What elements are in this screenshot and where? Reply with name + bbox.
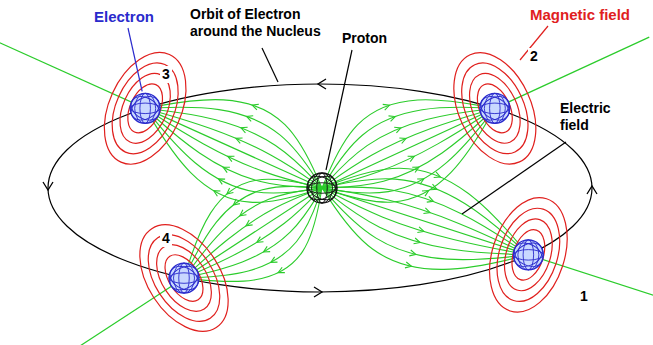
field-arrow: [388, 114, 396, 122]
field-arrow: [238, 210, 246, 218]
orbit-arrow: [43, 182, 53, 190]
electron-label: Electron: [92, 8, 156, 26]
field-axis-line: [322, 188, 653, 307]
field-arrow: [226, 154, 234, 162]
magnetic-field-ring: [88, 40, 202, 177]
magnetic-field-ring: [486, 200, 571, 309]
proton-label: Proton: [340, 30, 389, 47]
field-arrow: [434, 172, 442, 180]
field-arrow: [231, 199, 239, 207]
field-arrow: [414, 238, 421, 245]
field-arrow: [394, 125, 402, 133]
field-arrow: [240, 125, 248, 133]
leader-line: [128, 28, 142, 91]
field-arrow: [235, 136, 243, 144]
orbit-arrow: [318, 79, 326, 89]
electron-sphere: [477, 92, 513, 125]
leader-line: [262, 48, 278, 82]
field-axis-line: [322, 37, 649, 188]
field-arrow: [383, 102, 391, 110]
callout-number: 1: [578, 288, 590, 305]
magnetic-field-ring: [470, 78, 519, 138]
electric-field-line: [184, 188, 322, 278]
magnetic-field-ring: [496, 213, 561, 297]
field-arrow: [217, 176, 225, 184]
field-arrow: [417, 227, 424, 234]
callout-number: 4: [160, 230, 172, 247]
electric-field-line: [145, 100, 322, 188]
field-arrow: [269, 257, 277, 265]
callout-number: 2: [528, 48, 540, 65]
electron-sphere: [510, 238, 546, 271]
electric-field-line: [184, 188, 322, 278]
field-arrow: [422, 188, 430, 196]
electric-field-line: [322, 188, 528, 255]
orbit-arrow: [314, 287, 322, 297]
field-arrow: [409, 250, 416, 257]
magnetic-field-ring: [476, 188, 581, 322]
electric-field-line: [322, 107, 495, 188]
magnetic-field-ring: [145, 235, 222, 321]
electric-field-line: [184, 179, 322, 278]
leader-line: [326, 50, 352, 170]
electric-field-line: [145, 108, 322, 202]
electric-field-label: Electric field: [558, 100, 628, 134]
magnetic-field-ring: [99, 53, 191, 164]
field-arrow: [212, 188, 220, 196]
leader-line: [462, 142, 566, 214]
field-arrow: [405, 262, 412, 269]
magnetic-field-ring: [437, 40, 552, 177]
field-arrow: [412, 164, 420, 172]
field-arrow: [408, 154, 416, 162]
electric-field-line: [184, 188, 322, 278]
electric-field-line: [322, 168, 528, 255]
magnetic-field-rings: [88, 40, 581, 345]
magnetic-field-ring: [448, 53, 541, 164]
field-arrow: [430, 184, 438, 192]
electric-field-line: [322, 188, 528, 255]
orbit-label: Orbit of Electron around the Nucleus: [188, 6, 338, 40]
electron-sphere: [166, 261, 202, 294]
electric-field-line: [322, 100, 495, 188]
field-arrow: [255, 237, 263, 245]
magnetic-field-ring: [506, 225, 551, 284]
field-arrow: [244, 220, 252, 228]
magnetic-field-ring: [133, 222, 234, 334]
field-arrow: [277, 267, 285, 275]
field-arrow: [399, 136, 407, 144]
magnetic-field-ring: [121, 78, 170, 138]
electric-field-line: [184, 188, 322, 282]
electric-field-lines: [0, 37, 653, 345]
orbit-arrow: [587, 186, 597, 194]
magnetic-field-ring: [157, 248, 211, 308]
field-arrow: [246, 114, 254, 122]
field-axis-line: [42, 188, 322, 345]
field-arrow: [222, 165, 230, 173]
electric-field-line: [184, 188, 322, 278]
electron-orbit: [48, 84, 592, 292]
electric-field-line: [184, 188, 322, 278]
electric-field-line: [322, 188, 528, 260]
callout-number: 3: [160, 66, 172, 83]
field-arrow: [262, 246, 270, 254]
field-arrow: [427, 196, 435, 204]
field-arrow: [225, 188, 233, 196]
electron-sphere: [127, 92, 163, 125]
proton-sphere: [304, 171, 340, 204]
magnetic-field-ring: [122, 209, 247, 345]
field-arrow: [423, 208, 431, 216]
electric-field-line: [184, 186, 322, 278]
magnetic-field-label: Magnetic field: [528, 6, 632, 24]
electric-field-line: [322, 188, 528, 255]
field-axis-line: [0, 39, 322, 188]
field-arrow: [251, 102, 259, 110]
